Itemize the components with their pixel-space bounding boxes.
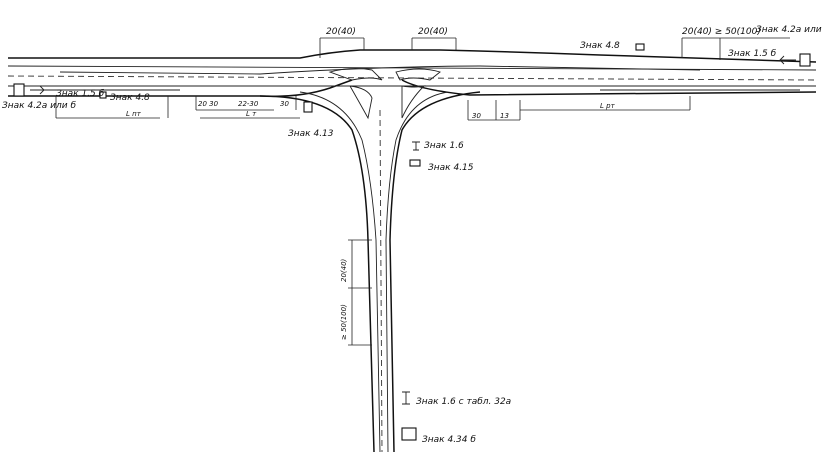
label-sign-4-8-top: Знак 4.8: [580, 41, 620, 51]
signs: [13, 43, 811, 441]
dim-l-pt: L пт: [126, 110, 142, 118]
dim-30: 30: [472, 112, 481, 120]
label-sign-4-34b: Знак 4.34 б: [422, 435, 476, 445]
arrow-left-icon: [779, 55, 796, 65]
sign-4-2a-left-icon: [13, 83, 25, 97]
label-sign-4-8-left: Знак 4.8: [110, 93, 150, 103]
sign-4-13-icon: [303, 101, 313, 113]
dim-stem-lower: ≥ 50(100): [340, 304, 348, 340]
dim-top-right: 20(40) ≥ 50(100): [682, 27, 761, 37]
label-sign-4-13: Знак 4.13: [288, 129, 334, 139]
label-sign-4-15: Знак 4.15: [428, 163, 474, 173]
dim-l-pr: L рт: [600, 102, 616, 110]
sign-4-2a-right-icon: [799, 53, 811, 67]
label-sign-4-2a-left: Знак 4.2а или б: [2, 101, 76, 111]
label-sign-1-5-right: Знак 1.5 б: [728, 49, 777, 59]
dim-top-left: 20(40): [326, 27, 356, 37]
dim-span-22-30: 22-30: [238, 100, 259, 108]
label-sign-1-6: Знак 1.6: [424, 141, 464, 151]
dim-span-30: 30: [280, 100, 289, 108]
side-road: [259, 91, 481, 453]
sign-4-8-top-icon: [635, 43, 645, 51]
dim-span-20-30: 20 30: [198, 100, 219, 108]
label-sign-1-6-table: Знак 1.6 с табл. 32а: [416, 397, 511, 407]
sign-4-34b-icon: [401, 427, 417, 441]
channel-islands: [328, 67, 441, 120]
dim-stem-upper: 20(40): [340, 258, 348, 282]
dimension-lines: [55, 37, 790, 346]
label-sign-4-2a-right: Знак 4.2а или б: [756, 25, 824, 35]
sign-1-6-table-icon: [402, 391, 410, 405]
dim-l-t: L т: [246, 110, 257, 118]
sign-1-6-icon: [412, 141, 420, 151]
main-road: [7, 49, 817, 98]
label-sign-1-5-left: Знак 1.5 б: [56, 89, 105, 99]
dim-13: 13: [500, 112, 509, 120]
sign-1-5-left-icon: [99, 91, 107, 99]
arrow-right-icon: [30, 85, 45, 95]
text-labels: Знак 4.8 Знак 1.5 б Знак 4.2а или б Знак…: [2, 25, 824, 445]
dim-top-center: 20(40): [418, 27, 448, 37]
sign-4-15-icon: [409, 159, 421, 167]
